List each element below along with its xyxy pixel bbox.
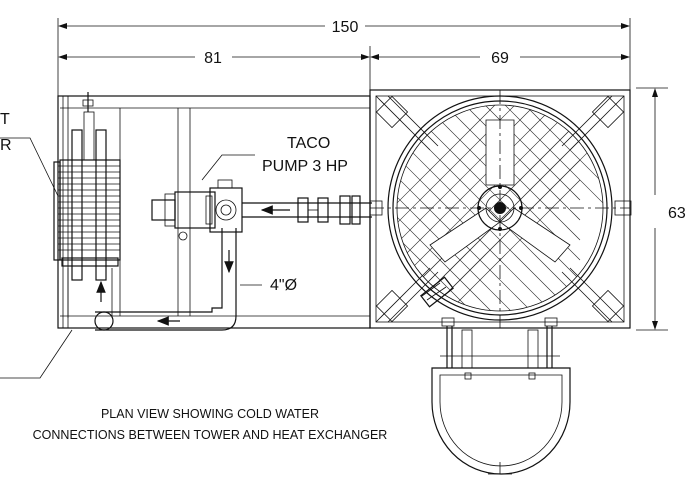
caption-line1: PLAN VIEW SHOWING COLD WATER <box>101 407 319 421</box>
pump-label-line2: PUMP 3 HP <box>262 158 348 175</box>
dimension-height-label: 63 <box>668 205 686 222</box>
dimension-left-section: 81 <box>58 46 371 100</box>
heat-exchanger-label-line2: R <box>0 137 12 154</box>
dimension-right-section: 69 <box>370 50 630 67</box>
cooling-tower <box>369 89 632 329</box>
cold-water-piping <box>94 179 372 331</box>
fan-hatch <box>397 105 603 311</box>
tower-outlet-basin <box>431 317 571 475</box>
plate-heat-exchanger <box>53 92 121 318</box>
dimension-left-section-label: 81 <box>204 50 222 67</box>
dimension-height: 63 <box>636 87 686 331</box>
dimension-overall: 150 <box>57 18 631 100</box>
pump-label-line1: TACO <box>287 135 330 152</box>
pipe-size-label: 4"Ø <box>270 277 297 294</box>
heat-exchanger-label-line1: T <box>0 111 10 128</box>
skid-frame <box>57 95 371 329</box>
leader-lines <box>0 137 262 379</box>
dimension-overall-label: 150 <box>332 19 359 36</box>
caption-line2: CONNECTIONS BETWEEN TOWER AND HEAT EXCHA… <box>33 428 388 442</box>
dimension-right-section-label: 69 <box>491 50 509 67</box>
